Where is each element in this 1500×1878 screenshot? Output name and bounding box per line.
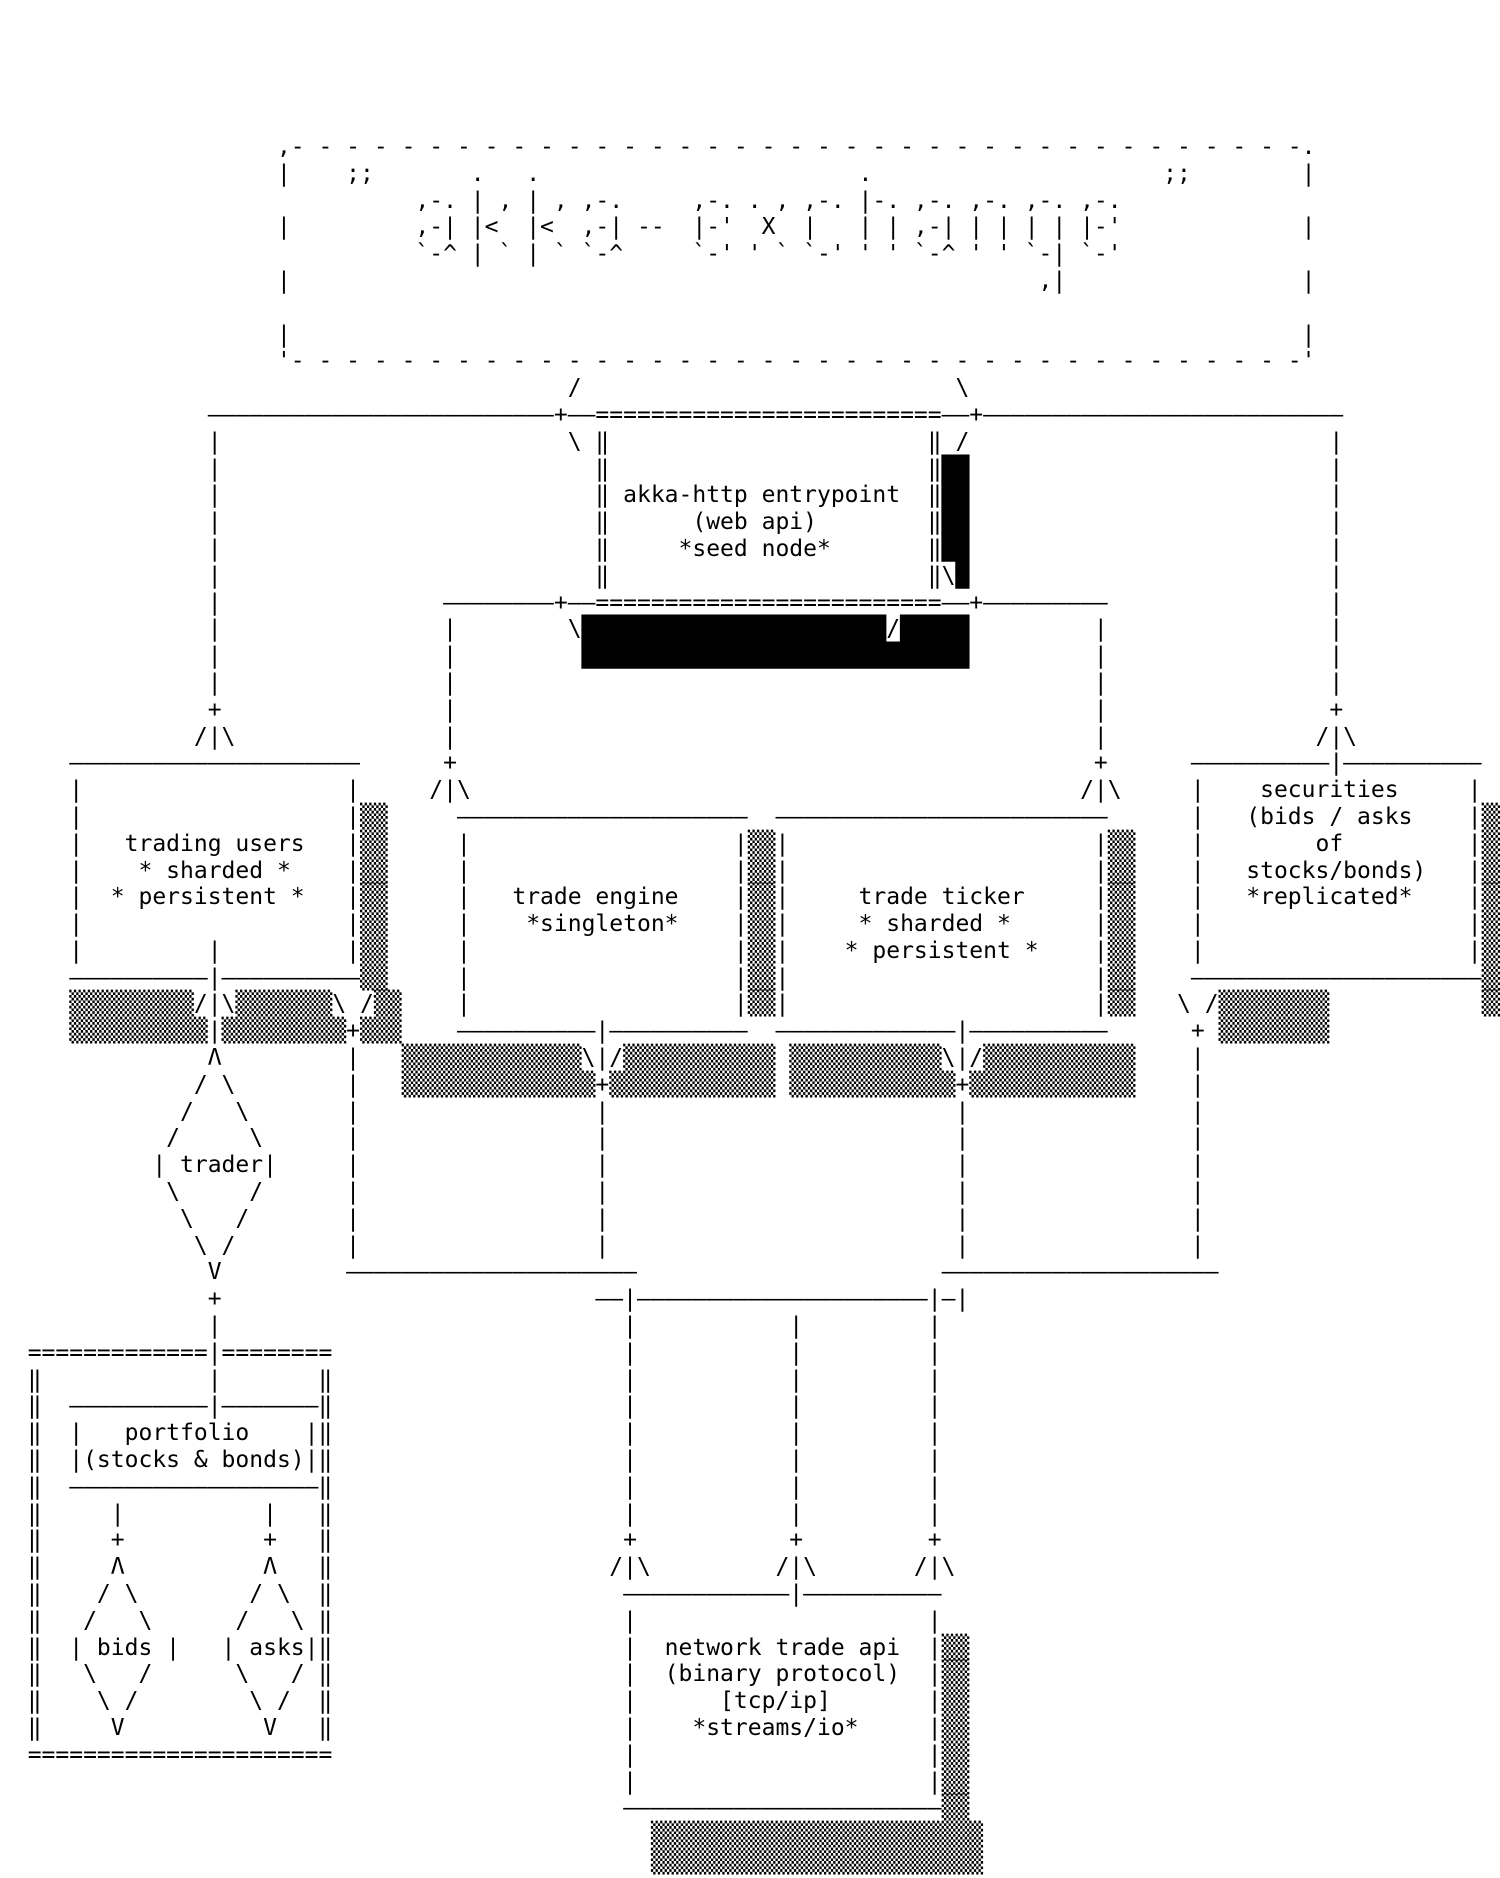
diagram-page: ,- - - - - - - - - - - - - - - - - - - -…	[27, 133, 1500, 1875]
ascii-architecture-diagram: ,- - - - - - - - - - - - - - - - - - - -…	[27, 133, 1500, 1875]
